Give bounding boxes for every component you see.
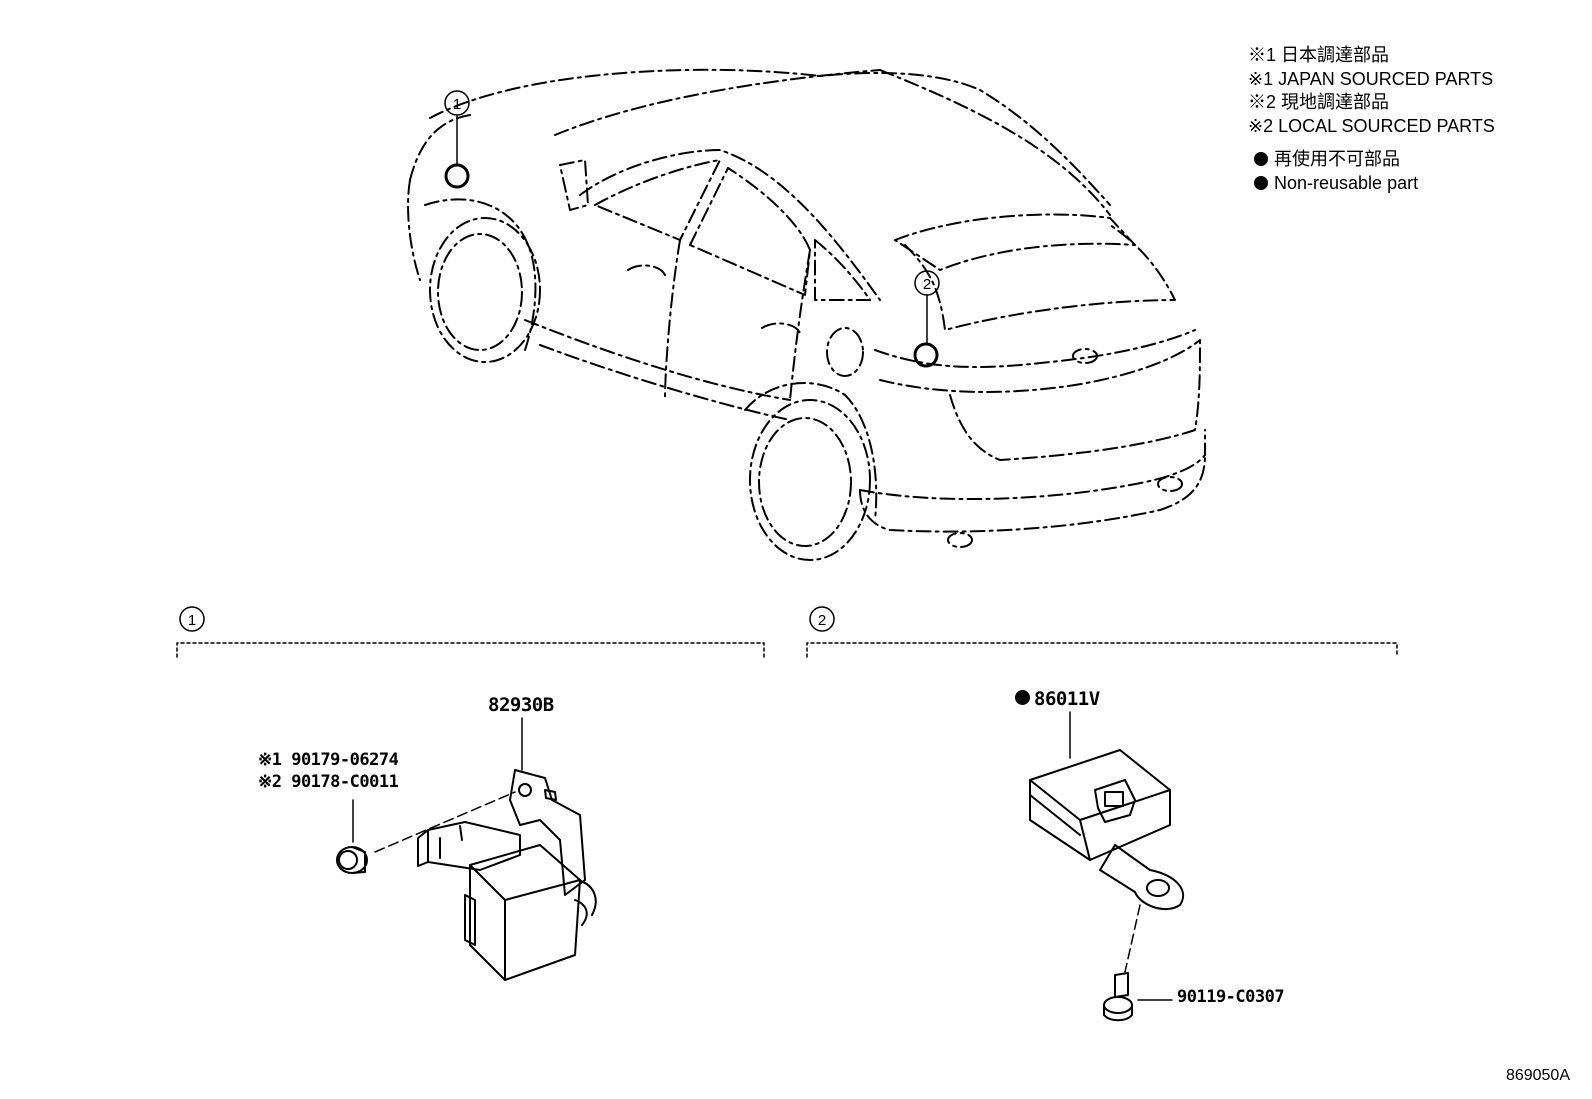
- section-1-number: 1: [188, 612, 196, 629]
- nonreusable-dot-icon: [1015, 690, 1030, 705]
- legend-japan-en: ※1 JAPAN SOURCED PARTS: [1248, 68, 1494, 89]
- part-number-90179-06274[interactable]: ※1 90179-06274: [258, 750, 399, 770]
- module-86011v-drawing: [1029, 711, 1185, 973]
- callout-2-number: 2: [923, 276, 931, 293]
- section-2-number: 2: [818, 612, 826, 629]
- legend: ※1 日本調達部品 ※1 JAPAN SOURCED PARTS ※2 現地調達…: [1248, 44, 1495, 195]
- legend-local-en: ※2 LOCAL SOURCED PARTS: [1248, 115, 1495, 136]
- part-number-90178-c0011[interactable]: ※2 90178-C0011: [258, 772, 399, 792]
- section-2-bracket: [806, 606, 1398, 658]
- callout-2-marker: [913, 270, 940, 368]
- part-number-82930b[interactable]: 82930B: [488, 694, 554, 716]
- legend-japan-jp: ※1 日本調達部品: [1248, 45, 1390, 65]
- drawing-id: 869050A: [1505, 1067, 1570, 1084]
- legend-nonreusable-jp: 再使用不可部品: [1248, 148, 1495, 172]
- part-number-86011v[interactable]: 86011V: [1015, 688, 1100, 710]
- bolt-90119-drawing: [1103, 972, 1173, 1022]
- callout-1-marker: [444, 90, 470, 189]
- section-1-bracket: [176, 606, 765, 658]
- nonreusable-dot-icon: [1254, 152, 1268, 166]
- legend-local-jp: ※2 現地調達部品: [1248, 92, 1390, 112]
- legend-nonreusable-en: Non-reusable part: [1248, 172, 1495, 196]
- callout-1-number: 1: [453, 96, 461, 113]
- vehicle-outline: [407, 68, 1206, 561]
- nonreusable-dot-icon: [1254, 175, 1268, 190]
- clip-90179-drawing: [336, 846, 368, 874]
- part-number-90119-c0307[interactable]: 90119-C0307: [1177, 987, 1285, 1007]
- relay-82930b-drawing: [352, 717, 597, 981]
